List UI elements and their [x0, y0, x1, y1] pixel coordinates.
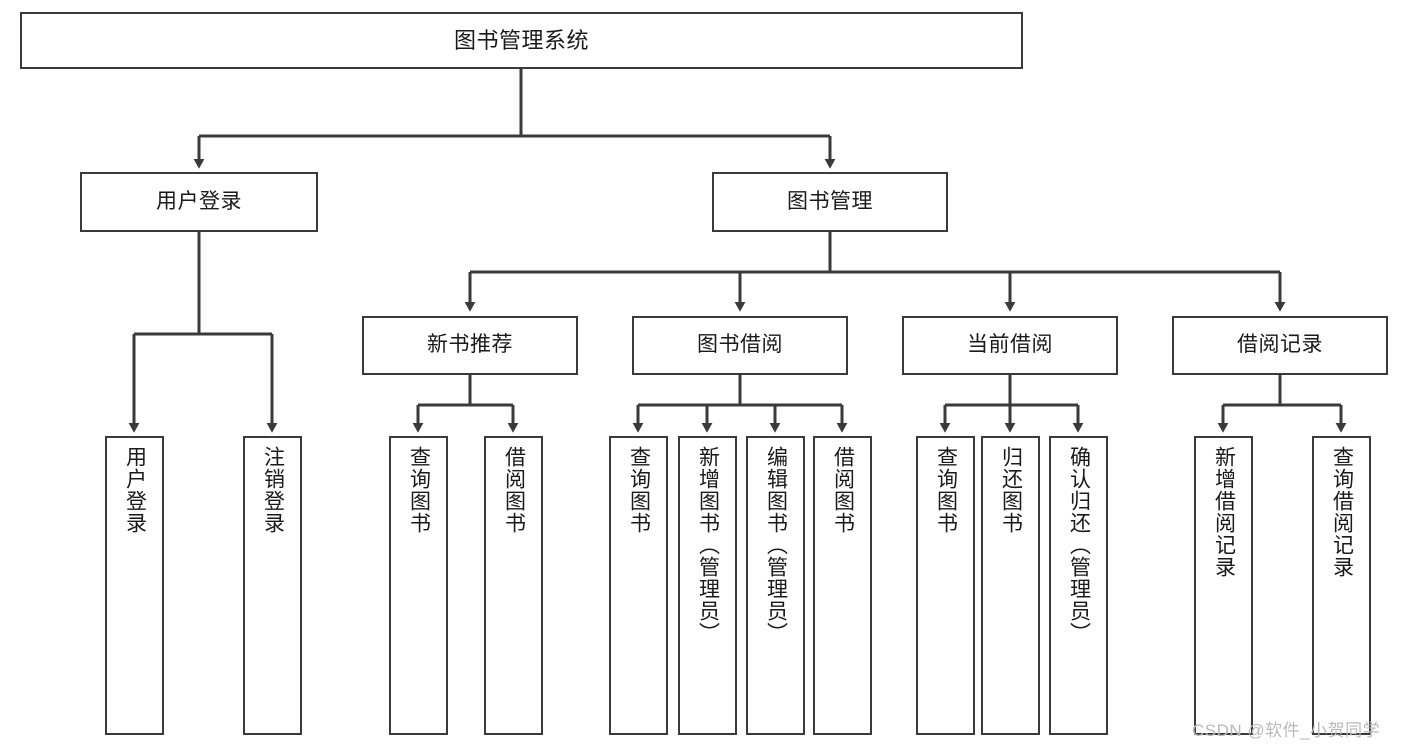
- node-current-borrow[interactable]: 当前借阅: [902, 316, 1118, 375]
- watermark: CSDN @软件_小贺同学: [1192, 721, 1381, 740]
- node-book-borrow[interactable]: 图书借阅: [632, 316, 848, 375]
- node-new-book-recommend[interactable]: 新书推荐: [362, 316, 578, 375]
- leaf-borrow-book-1[interactable]: 借阅图书: [484, 436, 543, 735]
- leaf-add-book-label: 新增图书（管理员）: [696, 446, 720, 644]
- leaf-add-book[interactable]: 新增图书（管理员）: [678, 436, 737, 735]
- node-current-borrow-label: 当前借阅: [967, 333, 1053, 357]
- leaf-edit-book-label: 编辑图书（管理员）: [764, 446, 788, 644]
- leaf-confirm-return[interactable]: 确认归还（管理员）: [1049, 436, 1108, 735]
- leaf-query-record[interactable]: 查询借阅记录: [1312, 436, 1371, 735]
- node-book-management[interactable]: 图书管理: [712, 172, 948, 232]
- leaf-query-book-2[interactable]: 查询图书: [609, 436, 668, 735]
- node-root-label: 图书管理系统: [453, 27, 589, 53]
- node-borrow-record[interactable]: 借阅记录: [1172, 316, 1388, 375]
- leaf-logout-login-label: 注销登录: [261, 446, 285, 534]
- leaf-query-record-label: 查询借阅记录: [1330, 446, 1354, 578]
- leaf-query-book-1[interactable]: 查询图书: [389, 436, 448, 735]
- leaf-add-record[interactable]: 新增借阅记录: [1194, 436, 1253, 735]
- leaf-return-book[interactable]: 归还图书: [981, 436, 1040, 735]
- node-user-login-label: 用户登录: [156, 189, 242, 213]
- leaf-edit-book[interactable]: 编辑图书（管理员）: [746, 436, 805, 735]
- leaf-logout-login[interactable]: 注销登录: [243, 436, 302, 735]
- leaf-return-book-label: 归还图书: [999, 446, 1023, 534]
- leaf-query-book-3[interactable]: 查询图书: [916, 436, 975, 735]
- leaf-borrow-book-2-label: 借阅图书: [831, 446, 855, 534]
- leaf-query-book-2-label: 查询图书: [627, 446, 651, 534]
- node-book-management-label: 图书管理: [787, 189, 873, 213]
- leaf-borrow-book-2[interactable]: 借阅图书: [813, 436, 872, 735]
- leaf-user-login[interactable]: 用户登录: [105, 436, 164, 735]
- leaf-confirm-return-label: 确认归还（管理员）: [1067, 446, 1091, 644]
- leaf-add-record-label: 新增借阅记录: [1212, 446, 1236, 578]
- node-book-borrow-label: 图书借阅: [697, 333, 783, 357]
- node-root[interactable]: 图书管理系统: [20, 12, 1023, 69]
- node-user-login[interactable]: 用户登录: [80, 172, 318, 232]
- leaf-user-login-label: 用户登录: [123, 446, 147, 534]
- node-borrow-record-label: 借阅记录: [1237, 333, 1323, 357]
- leaf-query-book-1-label: 查询图书: [407, 446, 431, 534]
- node-new-book-recommend-label: 新书推荐: [427, 333, 513, 357]
- leaf-query-book-3-label: 查询图书: [934, 446, 958, 534]
- leaf-borrow-book-1-label: 借阅图书: [502, 446, 526, 534]
